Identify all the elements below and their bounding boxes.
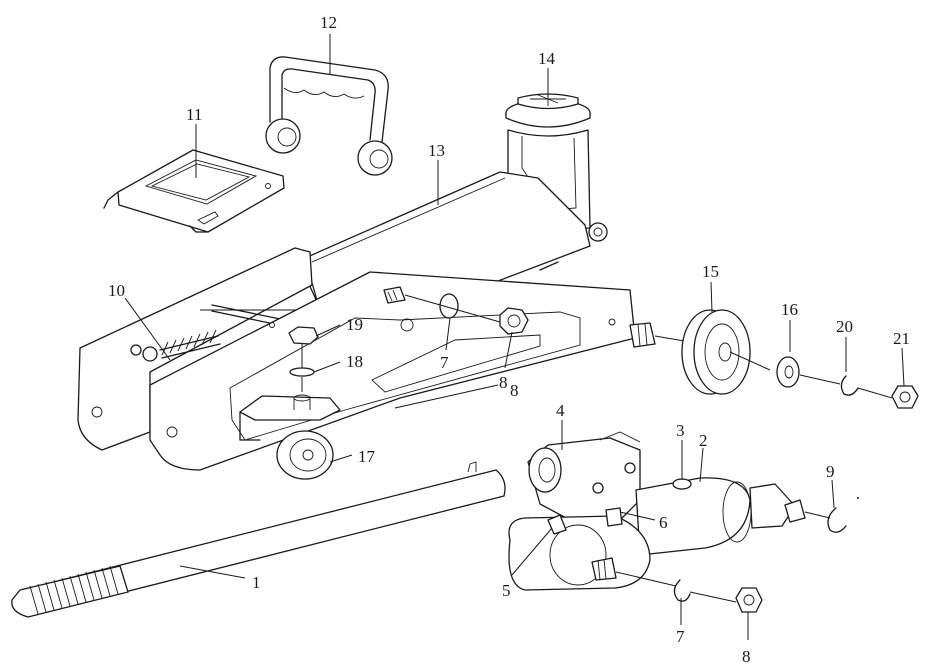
callout-3: 3 [676, 421, 685, 440]
callout-16: 16 [781, 300, 798, 319]
callout-numbers: 1 2 3 4 5 6 7 7 8 8 8 9 10 11 12 13 14 1… [108, 13, 910, 666]
part-12-carry-handle [265, 56, 393, 176]
callout-6: 6 [659, 513, 668, 532]
callout-14: 14 [538, 49, 556, 68]
callout-12: 12 [320, 13, 337, 32]
callout-7-pump: 7 [676, 627, 685, 646]
callout-4: 4 [556, 401, 565, 420]
callout-leaders [124, 34, 905, 640]
callout-18: 18 [346, 352, 363, 371]
callout-1: 1 [252, 573, 261, 592]
pump-unit [508, 431, 859, 613]
callout-15: 15 [702, 262, 719, 281]
callout-9: 9 [826, 462, 835, 481]
frame-back-plate [77, 247, 313, 451]
callout-17: 17 [358, 447, 376, 466]
callout-5: 5 [502, 581, 511, 600]
callout-8-pump: 8 [742, 647, 751, 666]
rear-wheel-assembly [629, 309, 919, 409]
callout-20: 20 [836, 317, 853, 336]
part-1-handle-bar [11, 461, 506, 618]
callout-19: 19 [346, 315, 363, 334]
part-10-return-spring [130, 304, 286, 362]
callout-10: 10 [108, 281, 125, 300]
callout-8-nut: 8 [499, 373, 508, 392]
callout-21: 21 [893, 329, 910, 348]
callout-13: 13 [428, 141, 445, 160]
castor-assembly [239, 326, 341, 480]
callout-11: 11 [186, 105, 202, 124]
callout-8-frame: 8 [510, 381, 519, 400]
part-11-cover-plate [103, 149, 285, 233]
callout-7-frame: 7 [440, 353, 449, 372]
frame-pin-and-nut [383, 286, 529, 335]
callout-2: 2 [699, 431, 708, 450]
